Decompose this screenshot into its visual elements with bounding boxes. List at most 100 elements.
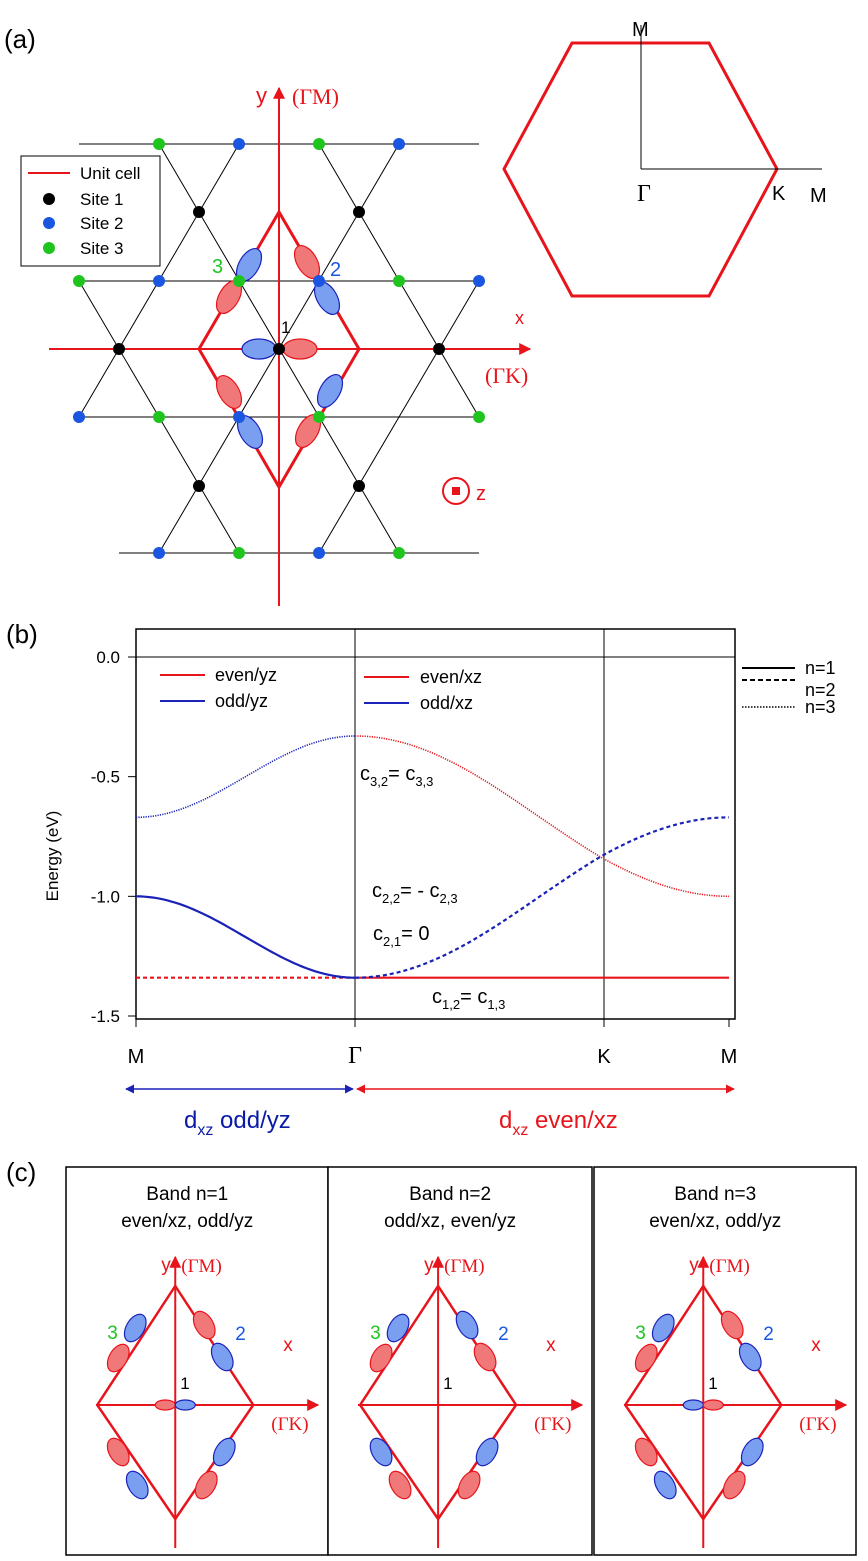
orbital-lobe bbox=[241, 338, 277, 360]
panel-y-axis-label: y bbox=[424, 1255, 434, 1276]
site-3-dot bbox=[233, 275, 245, 287]
bz-k-label: K bbox=[772, 183, 786, 205]
band-panel-title: Band n=3 bbox=[674, 1184, 756, 1205]
annotation-c3: c3,2= c3,3 bbox=[360, 763, 433, 789]
orbital-lobe bbox=[702, 1399, 724, 1411]
legend-n1: n=1 bbox=[805, 658, 836, 678]
band-n3-gamma-m bbox=[354, 735, 730, 898]
site-2-dot bbox=[233, 411, 245, 423]
panel-a-label: (a) bbox=[4, 24, 36, 54]
site-number-3: 3 bbox=[635, 1323, 646, 1344]
site-1-dot bbox=[353, 480, 365, 492]
site-3-dot bbox=[393, 275, 405, 287]
site-number-3: 3 bbox=[370, 1323, 381, 1344]
orbital-lobe bbox=[388, 1470, 412, 1500]
x-tick-label: M bbox=[128, 1046, 145, 1068]
brillouin-zone: Γ K M M bbox=[502, 19, 827, 298]
y-tick-label: -0.5 bbox=[91, 768, 120, 787]
orbital-lobe bbox=[125, 1470, 149, 1500]
panel-y-direction-label: (ΓM) bbox=[709, 1256, 750, 1277]
orbital-lobe bbox=[455, 1310, 479, 1340]
site-1-dot bbox=[193, 480, 205, 492]
legend-unit-cell: Unit cell bbox=[80, 164, 140, 183]
site-number-2: 2 bbox=[763, 1324, 774, 1345]
panel-b-label: (b) bbox=[6, 619, 38, 649]
site-3-dot bbox=[153, 138, 165, 150]
orbital-lobe bbox=[194, 1470, 218, 1500]
site-number-3: 3 bbox=[212, 256, 223, 278]
orbital-lobe bbox=[154, 1399, 176, 1411]
legend-even-yz: even/yz bbox=[215, 665, 277, 685]
panel-c-label: (c) bbox=[6, 1157, 36, 1187]
site-2-dot bbox=[153, 547, 165, 559]
orbital-lobes-a bbox=[215, 245, 344, 449]
orbital-lobe bbox=[457, 1470, 481, 1500]
site-1-dot bbox=[353, 206, 365, 218]
orbital-lobe bbox=[106, 1343, 130, 1373]
z-axis-dot bbox=[452, 487, 460, 495]
site-number-1: 1 bbox=[281, 318, 290, 337]
panel-x-axis-label: x bbox=[283, 1335, 293, 1356]
site-3-dot bbox=[393, 547, 405, 559]
site-1-dot bbox=[273, 343, 285, 355]
orbital-lobe bbox=[722, 1470, 746, 1500]
x-tick-label: Γ bbox=[348, 1043, 362, 1069]
site-2-dot bbox=[393, 138, 405, 150]
even-xz-range-label: dxz even/xz bbox=[499, 1107, 618, 1139]
annotation-c1: c1,2= c1,3 bbox=[432, 986, 505, 1012]
panel-x-direction-label: (ΓK) bbox=[534, 1414, 571, 1435]
site-3-dot bbox=[73, 275, 85, 287]
site-3-dot bbox=[313, 411, 325, 423]
orbital-lobe bbox=[682, 1399, 704, 1411]
legend-site-2: Site 2 bbox=[80, 214, 123, 233]
band-n3-m-gamma bbox=[135, 735, 356, 819]
site-3-dot bbox=[473, 411, 485, 423]
orbital-lobe bbox=[651, 1313, 675, 1343]
site-number-3: 3 bbox=[107, 1323, 118, 1344]
band-curves bbox=[135, 735, 730, 979]
orbital-lobe bbox=[212, 1437, 236, 1467]
panel-x-axis-label: x bbox=[811, 1335, 821, 1356]
z-axis-label: z bbox=[476, 483, 486, 505]
site-3-dot bbox=[153, 411, 165, 423]
lattice-line bbox=[318, 280, 480, 554]
band-panel-subtitle: odd/xz, even/yz bbox=[384, 1211, 516, 1232]
y-axis-ticks: 0.0-0.5-1.0-1.5 bbox=[91, 648, 136, 1026]
panel-x-direction-label: (ΓK) bbox=[271, 1414, 308, 1435]
orbital-lobe bbox=[473, 1342, 497, 1372]
orbital-lobe bbox=[123, 1313, 147, 1343]
x-tick-label: K bbox=[597, 1046, 611, 1068]
legend-site-3: Site 3 bbox=[80, 239, 123, 258]
orbital-lobe bbox=[215, 375, 243, 409]
site-2-dot bbox=[313, 547, 325, 559]
orbital-lobe bbox=[738, 1342, 762, 1372]
y-tick-label: -1.5 bbox=[91, 1007, 120, 1026]
panel-y-axis-label: y bbox=[161, 1255, 171, 1276]
legend-n3: n=3 bbox=[805, 697, 836, 717]
orbital-lobe bbox=[634, 1437, 658, 1467]
site-2-dot bbox=[233, 138, 245, 150]
panel-y-axis-label: y bbox=[689, 1255, 699, 1276]
x-direction-label: (ΓK) bbox=[485, 363, 528, 388]
orbital-lobe bbox=[653, 1470, 677, 1500]
legend-odd-xz: odd/xz bbox=[420, 693, 473, 713]
orbital-lobe bbox=[192, 1310, 216, 1340]
y-direction-label: (ΓM) bbox=[292, 84, 339, 109]
orbital-lobe bbox=[634, 1343, 658, 1373]
annotation-c21: c2,1= 0 bbox=[373, 923, 429, 949]
legend-even-xz: even/xz bbox=[420, 667, 482, 687]
orbital-lobe bbox=[210, 1342, 234, 1372]
orbital-lobe bbox=[386, 1313, 410, 1343]
site-legend: Unit cell Site 1 Site 2 Site 3 bbox=[20, 155, 161, 267]
band-n2-m-gamma bbox=[135, 895, 356, 979]
band-panel-subtitle: even/xz, odd/yz bbox=[121, 1211, 253, 1232]
orbital-lobe bbox=[369, 1343, 393, 1373]
plot-frame bbox=[135, 628, 736, 1020]
z-axis-out-of-plane-icon bbox=[442, 477, 470, 505]
site-2-dot bbox=[473, 275, 485, 287]
